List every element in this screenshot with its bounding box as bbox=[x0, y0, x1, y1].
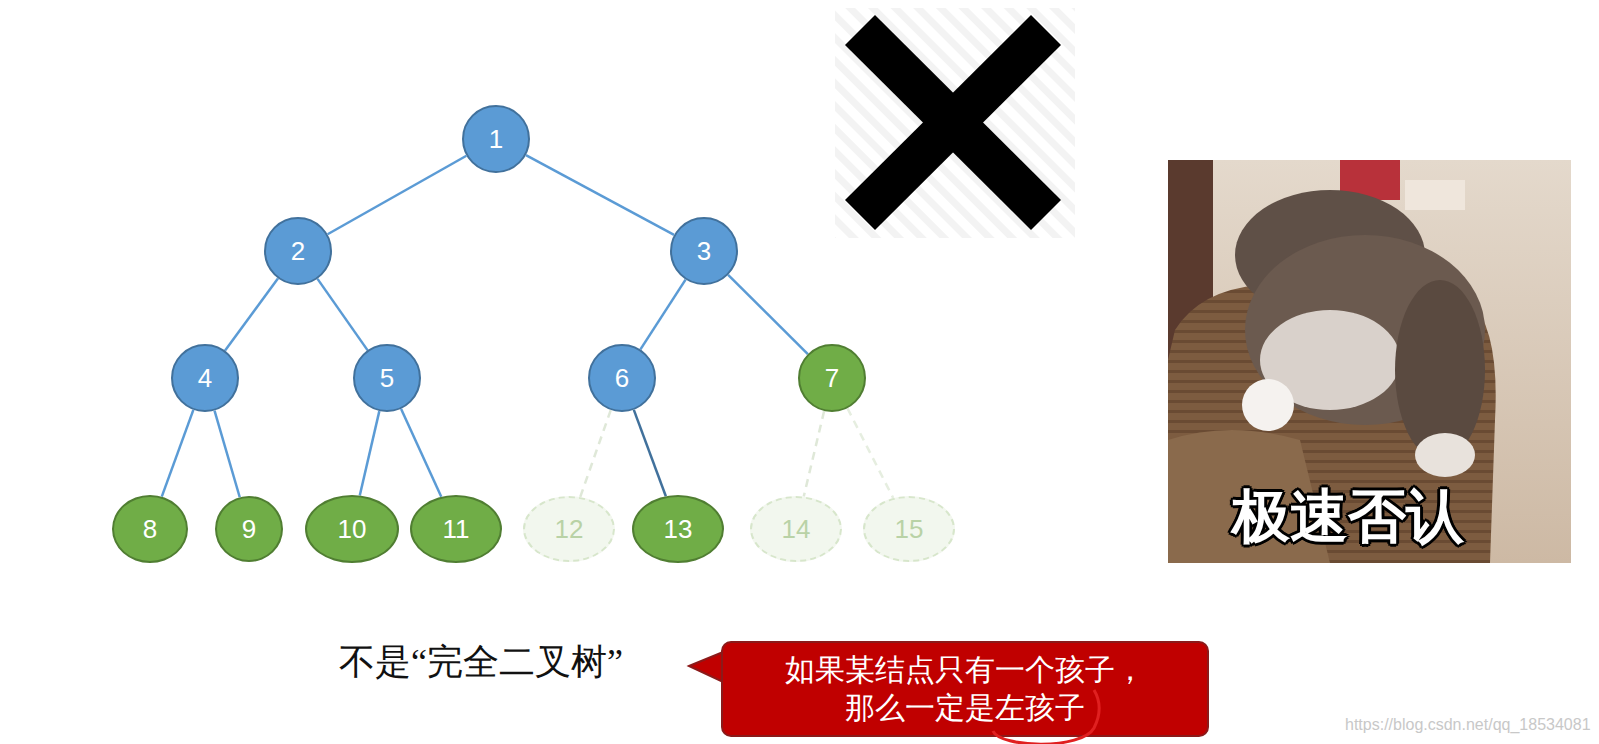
watermark: https://blog.csdn.net/qq_18534081 bbox=[1345, 716, 1591, 734]
node-number: 15 bbox=[895, 514, 924, 545]
tree-node: 5 bbox=[353, 344, 421, 412]
node-number: 6 bbox=[615, 363, 629, 394]
tree-node: 1 bbox=[462, 105, 530, 173]
cat-photo bbox=[1168, 160, 1571, 563]
node-number: 8 bbox=[143, 514, 157, 545]
cross-mark bbox=[845, 15, 1061, 230]
callout-pointer bbox=[689, 652, 723, 682]
tree-node: 15 bbox=[863, 496, 955, 562]
tree-node: 11 bbox=[410, 495, 502, 563]
tree-node: 6 bbox=[588, 344, 656, 412]
tree-node: 2 bbox=[264, 217, 332, 285]
tree-edge bbox=[328, 156, 467, 235]
tree-edge bbox=[640, 280, 685, 350]
tree-edge bbox=[634, 410, 666, 496]
tree-edge bbox=[580, 410, 611, 497]
node-number: 10 bbox=[338, 514, 367, 545]
callout-box: 如果某结点只有一个孩子， 那么一定是左孩子 bbox=[721, 641, 1209, 737]
tree-edge bbox=[225, 278, 278, 350]
node-number: 5 bbox=[380, 363, 394, 394]
tree-edge bbox=[162, 410, 194, 497]
tree-edge bbox=[526, 155, 674, 235]
verdict-text: 不是“完全二叉树” bbox=[339, 638, 623, 687]
tree-edge bbox=[728, 275, 808, 354]
tree-edge bbox=[360, 411, 380, 495]
meme-caption: 极速否认 bbox=[1232, 478, 1464, 556]
tree-node: 3 bbox=[670, 217, 738, 285]
tree-node: 10 bbox=[305, 495, 399, 563]
node-number: 2 bbox=[291, 236, 305, 267]
tree-node: 8 bbox=[112, 495, 188, 563]
tree-edge bbox=[401, 409, 441, 497]
tree-node: 7 bbox=[798, 344, 866, 412]
node-number: 7 bbox=[825, 363, 839, 394]
tree-node: 14 bbox=[750, 496, 842, 562]
node-number: 13 bbox=[664, 514, 693, 545]
node-number: 1 bbox=[489, 124, 503, 155]
tree-node: 4 bbox=[171, 344, 239, 412]
node-number: 11 bbox=[443, 514, 470, 545]
tree-node: 9 bbox=[215, 496, 283, 562]
tree-edge bbox=[804, 411, 824, 496]
hatch-background bbox=[835, 8, 1075, 238]
tree-edge bbox=[847, 408, 893, 498]
node-number: 4 bbox=[198, 363, 212, 394]
callout-text: 如果某结点只有一个孩子， 那么一定是左孩子 bbox=[774, 651, 1156, 727]
tree-node: 12 bbox=[523, 496, 615, 562]
tree-edge bbox=[215, 411, 240, 498]
node-number: 9 bbox=[242, 514, 256, 545]
tree-edge bbox=[318, 279, 368, 350]
node-number: 12 bbox=[555, 514, 584, 545]
tree-node: 13 bbox=[632, 495, 724, 563]
node-number: 3 bbox=[697, 236, 711, 267]
node-number: 14 bbox=[782, 514, 811, 545]
